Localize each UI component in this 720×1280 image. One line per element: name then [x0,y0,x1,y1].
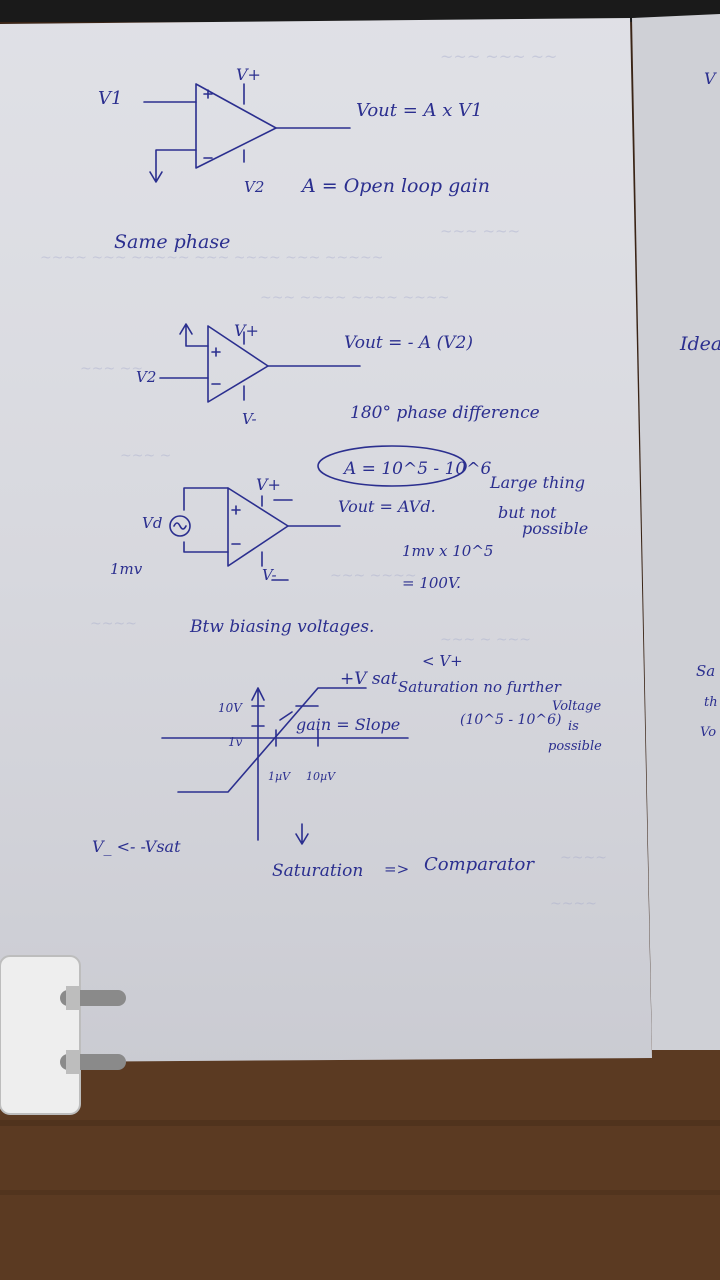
svg-text:~~~ ~~~~: ~~~ ~~~~ [330,568,417,584]
opamp-diagram-2 [159,323,361,403]
label-v2-top: V2 [244,178,264,196]
svg-text:~~~ ~~~: ~~~ ~~~ [440,222,520,240]
svg-text:~~~~: ~~~~ [550,896,597,912]
opamp-diagram-1 [143,83,351,183]
calc-line-2: = 100V. [402,574,461,592]
formula-low: Vout = AVd. [338,497,436,516]
tick-1v: 1v [228,735,243,749]
svg-text:~~~ ~~~~ ~~~~ ~~~~: ~~~ ~~~~ ~~~~ ~~~~ [260,290,449,306]
possible-1: possible [522,519,588,538]
label-v1: V1 [98,88,122,109]
label-vplus-low: V+ [256,475,281,494]
label-vd: Vd [142,514,162,532]
gain-range-circle [317,445,467,487]
formula-top: Vout = A x V1 [356,100,483,121]
label-vminus-low: V- [262,566,277,584]
down-arrow [295,823,309,845]
right-page [632,14,720,1050]
is-word: is [568,719,579,734]
gain-value: (10^5 - 10^6) [460,712,561,728]
svg-text:~~~~: ~~~~ [560,850,607,866]
tick-10v: 10V [218,701,243,715]
tick-1uv: 1µV [268,770,291,783]
open-loop-gain: A = Open loop gain [300,175,490,197]
biasing-voltages: Btw biasing voltages. [189,617,374,637]
right-page-ideal: Idea [679,333,720,355]
opamp-diagram-3 [169,487,341,581]
table-surface [0,1040,720,1280]
right-page-th: th [704,695,718,710]
same-phase-heading: Same phase [114,231,230,253]
less-vplus: < V+ [422,652,463,670]
gain-slope: gain = Slope [296,715,400,734]
right-page-v: V [704,69,717,88]
transfer-curve [161,687,409,841]
formula-mid: Vout = - A (V2) [344,333,473,353]
saturation-note: Saturation no further [398,678,562,696]
svg-text:~~~~ ~~~ ~~~~~ ~~~ ~~~~ ~~~ ~~: ~~~~ ~~~ ~~~~~ ~~~ ~~~~ ~~~ ~~~~~ [40,250,383,266]
comparator: Comparator [424,854,535,875]
svg-text:~~~~: ~~~~ [90,616,137,632]
label-1mv: 1mv [110,560,143,578]
svg-text:~~~ ~~~ ~~: ~~~ ~~~ ~~ [440,47,557,66]
calc-line-1: 1mv x 10^5 [402,542,493,560]
but-not: but not [498,503,557,522]
svg-text:~~~ ~~: ~~~ ~~ [80,361,143,377]
implies-arrow: => [384,860,409,878]
vsat-negative: V_ <- -Vsat [92,837,181,856]
gain-range: A = 10^5 - 10^6 [342,459,491,479]
svg-text:~~~ ~ ~~~: ~~~ ~ ~~~ [440,632,531,648]
right-page-vo: Vo [700,725,716,740]
label-vplus-mid: V+ [234,321,259,340]
large-thing: Large thing [489,473,585,492]
possible-2: possible [548,739,602,754]
saturation-bottom: Saturation [272,861,363,881]
charger-plug [0,955,126,1115]
svg-text:~~~ ~: ~~~ ~ [120,448,171,464]
right-page-sa: Sa [696,662,715,680]
phase-difference: 180° phase difference [350,403,540,423]
tick-10uv: 10µV [306,770,336,783]
label-vminus-mid: V- [242,410,257,428]
label-vplus-top: V+ [236,65,261,84]
voltage-word: Voltage [552,699,601,714]
label-v2-mid: V2 [136,368,156,386]
vsat-positive: +V sat [340,669,398,689]
